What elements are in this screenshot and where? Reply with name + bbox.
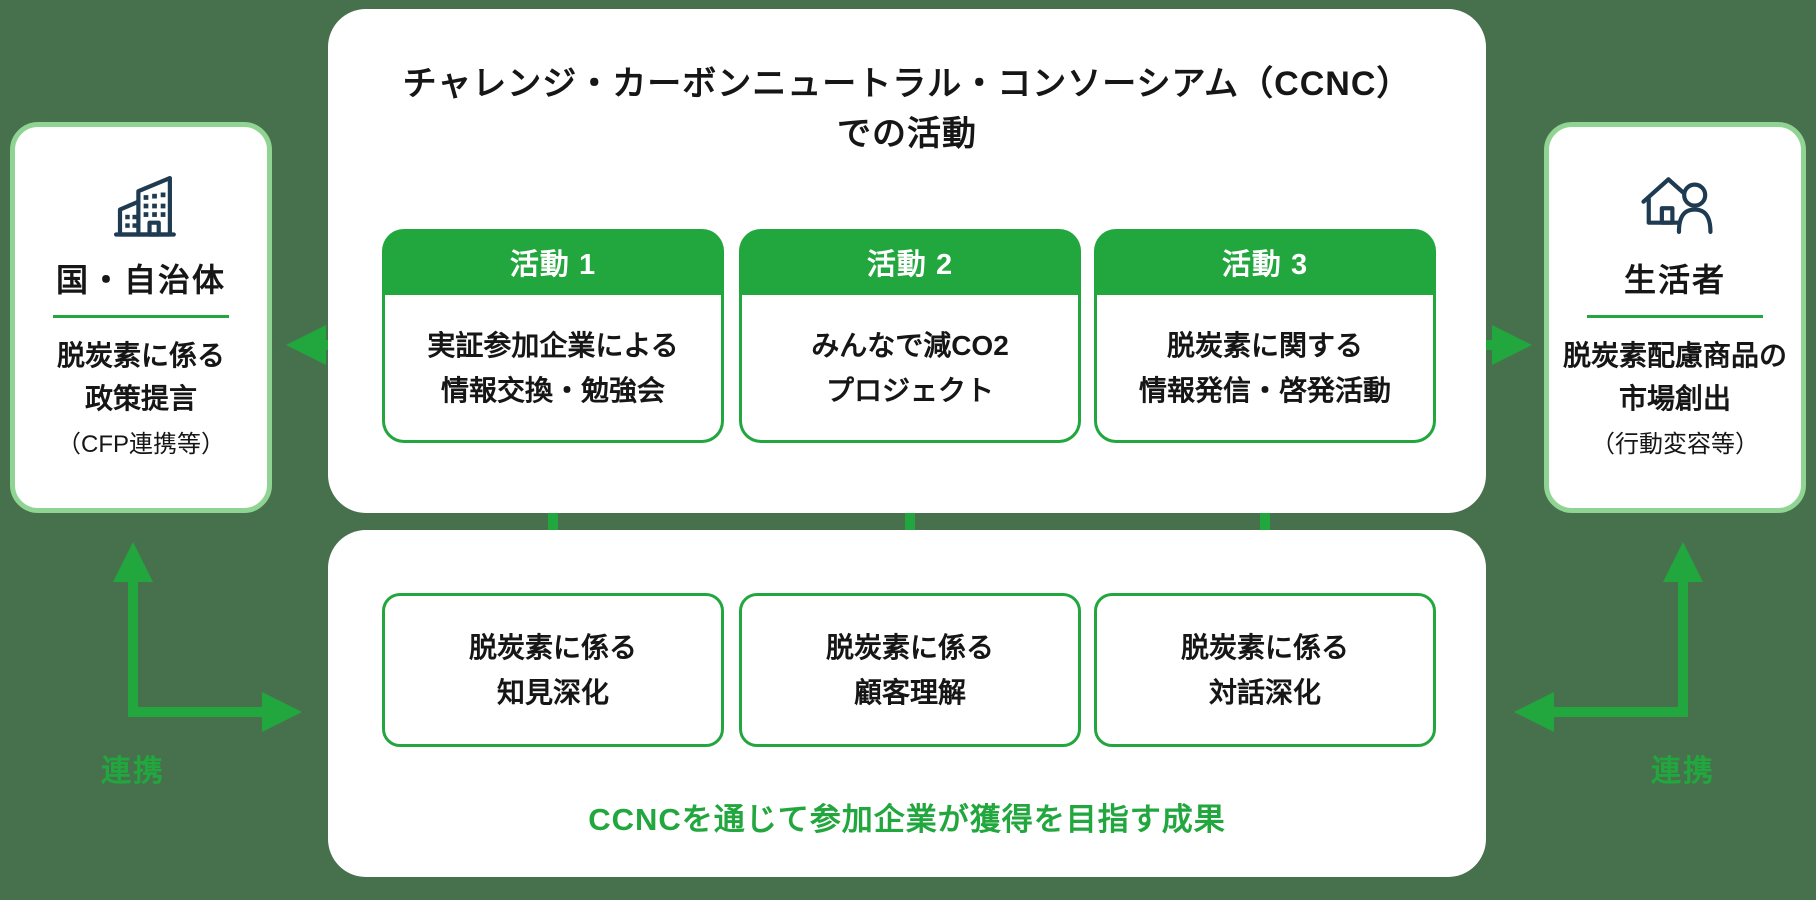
government-title: 国・自治体	[55, 262, 226, 298]
activity-3-body-line1: 脱炭素に関する	[1166, 329, 1363, 361]
activity-1-body-line1: 実証参加企業による	[427, 329, 679, 361]
government-note: （CFP連携等）	[57, 431, 225, 458]
outcome-1-line2: 知見深化	[496, 677, 609, 708]
outcome-2-line2: 顧客理解	[853, 677, 966, 708]
building-icon	[113, 175, 176, 237]
activity-2-header: 活動 2	[739, 229, 1081, 295]
government-desc: 脱炭素に係る 政策提言	[57, 334, 225, 420]
ccnc-activities-panel: チャレンジ・カーボンニュートラル・コンソーシアム（CCNC） での活動 活動 1…	[328, 9, 1486, 513]
link-label-left: 連携	[101, 755, 165, 788]
divider-line	[53, 315, 229, 318]
activity-2-body-line1: みんなで減CO2	[811, 329, 1009, 361]
panel-title-line1: チャレンジ・カーボンニュートラル・コンソーシアム（CCNC）	[402, 65, 1412, 103]
panel-title: チャレンジ・カーボンニュートラル・コンソーシアム（CCNC） での活動	[328, 59, 1486, 159]
consumers-card: 生活者 脱炭素配慮商品の 市場創出 （行動変容等）	[1544, 122, 1806, 513]
outcome-box-3: 脱炭素に係る 対話深化	[1094, 593, 1436, 747]
outcomes-caption: CCNCを通じて参加企業が獲得を目指す成果	[588, 802, 1226, 837]
government-card: 国・自治体 脱炭素に係る 政策提言 （CFP連携等）	[10, 122, 272, 513]
outcomes-panel: 脱炭素に係る 知見深化 脱炭素に係る 顧客理解 脱炭素に係る 対話深化 CCNC…	[328, 530, 1486, 877]
arrow-link-left-elbow	[113, 542, 302, 732]
activity-1-body-line2: 情報交換・勉強会	[440, 374, 665, 406]
government-desc-line2: 政策提言	[84, 383, 197, 414]
consumers-note: （行動変容等）	[1591, 431, 1759, 458]
activity-2-body: みんなで減CO2 プロジェクト	[739, 295, 1081, 443]
consumers-desc-line2: 市場創出	[1618, 383, 1731, 414]
activity-1-body: 実証参加企業による 情報交換・勉強会	[382, 295, 724, 443]
activity-3-header: 活動 3	[1094, 229, 1436, 295]
activity-3-body-line2: 情報発信・啓発活動	[1138, 374, 1391, 406]
consumers-desc: 脱炭素配慮商品の 市場創出	[1563, 334, 1787, 420]
government-desc-line1: 脱炭素に係る	[56, 340, 225, 371]
house-person-icon	[1641, 177, 1713, 234]
activity-card-2: 活動 2 みんなで減CO2 プロジェクト	[739, 229, 1081, 443]
outcome-1-line1: 脱炭素に係る	[468, 632, 637, 663]
outcome-box-1: 脱炭素に係る 知見深化	[382, 593, 724, 747]
consumers-desc-line1: 脱炭素配慮商品の	[1562, 340, 1787, 371]
outcome-box-2: 脱炭素に係る 顧客理解	[739, 593, 1081, 747]
activity-card-3: 活動 3 脱炭素に関する 情報発信・啓発活動	[1094, 229, 1436, 443]
link-label-right: 連携	[1651, 755, 1715, 788]
panel-title-line2: での活動	[837, 115, 977, 153]
outcome-2-line1: 脱炭素に係る	[825, 632, 994, 663]
activity-card-1: 活動 1 実証参加企業による 情報交換・勉強会	[382, 229, 724, 443]
consumers-title: 生活者	[1623, 262, 1726, 298]
divider-line	[1587, 315, 1763, 318]
activity-2-body-line2: プロジェクト	[825, 374, 994, 406]
arrow-link-right-elbow	[1514, 542, 1703, 732]
activity-1-header: 活動 1	[382, 229, 724, 295]
outcome-3-line2: 対話深化	[1208, 677, 1321, 708]
outcome-3-line1: 脱炭素に係る	[1180, 632, 1349, 663]
activity-3-body: 脱炭素に関する 情報発信・啓発活動	[1094, 295, 1436, 443]
